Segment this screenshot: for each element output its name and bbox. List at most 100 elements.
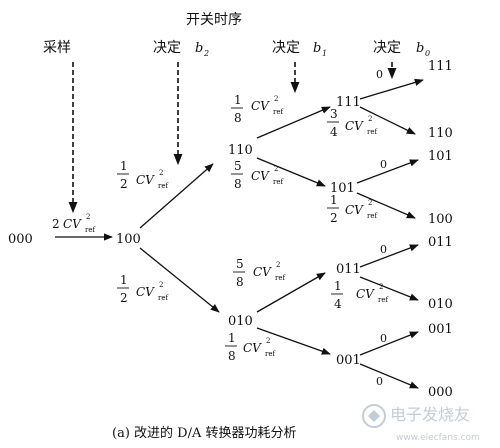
edge-111-110: [359, 106, 416, 135]
svg-text:CV: CV: [251, 99, 270, 113]
edge-001-000: [359, 363, 419, 389]
output-010: 010: [428, 297, 453, 312]
svg-text:ref: ref: [367, 128, 378, 136]
output-011: 011: [428, 235, 453, 250]
svg-text:ref: ref: [158, 294, 169, 302]
svg-text:CV: CV: [345, 203, 364, 217]
energy-111-down: 3 4 CV 2 ref: [327, 107, 378, 139]
energy-110-down: 5 8 CV 2 ref: [231, 159, 284, 191]
decide-b0-label: 决定 b 0: [373, 40, 430, 58]
energy-101-down: 1 2 CV 2 ref: [327, 193, 378, 225]
output-000: 000: [428, 385, 453, 400]
svg-text:1: 1: [228, 331, 236, 345]
energy-110-up: 1 8 CV 2 ref: [231, 93, 284, 125]
svg-text:ref: ref: [273, 108, 284, 116]
svg-text:2: 2: [120, 291, 128, 305]
sampling-label: 采样: [43, 40, 71, 56]
energy-011-down: 1 4 CV 2 ref: [331, 279, 389, 311]
svg-text:CV: CV: [243, 341, 262, 355]
svg-text:CV: CV: [345, 119, 364, 133]
svg-text:4: 4: [330, 125, 338, 139]
svg-text:b: b: [416, 41, 424, 56]
node-101: 101: [330, 181, 355, 196]
edge-111-111: [359, 78, 424, 100]
energy-010-down: 1 8 CV 2 ref: [225, 331, 276, 363]
svg-text:ref: ref: [158, 182, 169, 190]
svg-text:电子发烧友: 电子发烧友: [390, 405, 470, 424]
output-100: 100: [428, 212, 453, 227]
svg-text:CV: CV: [136, 173, 155, 187]
node-000: 000: [8, 232, 33, 247]
svg-text:2: 2: [266, 337, 270, 345]
edge-010-011: [256, 272, 326, 313]
decide-b1-label: 决定 b 1: [272, 40, 327, 58]
svg-text:2: 2: [368, 115, 372, 123]
svg-text:决定: 决定: [153, 40, 181, 56]
svg-text:1: 1: [234, 93, 242, 107]
decide-b2-label: 决定 b 2: [153, 40, 209, 58]
svg-text:2: 2: [368, 199, 372, 207]
svg-text:0: 0: [425, 49, 430, 58]
svg-text:2: 2: [86, 213, 90, 221]
svg-text:ref: ref: [275, 274, 286, 282]
svg-text:CV: CV: [356, 287, 375, 301]
svg-text:5: 5: [234, 159, 242, 173]
svg-text:1: 1: [322, 49, 327, 58]
edge-011-011: [359, 244, 419, 268]
edge-011-010: [359, 276, 419, 301]
zero-001-down: 0: [376, 375, 383, 388]
output-110: 110: [428, 126, 453, 141]
svg-text:1: 1: [120, 273, 128, 287]
svg-text:1: 1: [120, 159, 128, 173]
svg-text:8: 8: [228, 349, 236, 363]
node-100: 100: [116, 232, 141, 247]
svg-text:2: 2: [203, 49, 209, 58]
svg-text:决定: 决定: [373, 40, 401, 56]
edge-001-001: [359, 331, 419, 356]
svg-text:www.elecfans.com: www.elecfans.com: [396, 433, 480, 443]
edge-100-010: [139, 247, 220, 313]
svg-text:5: 5: [236, 257, 244, 271]
node-110: 110: [228, 143, 253, 158]
svg-text:ref: ref: [273, 178, 284, 186]
svg-text:CV: CV: [253, 265, 272, 279]
figure-caption: (a) 改进的 D/A 转换器功耗分析: [112, 425, 296, 441]
zero-101-up: 0: [380, 158, 387, 171]
edge-110-101: [256, 157, 326, 187]
node-001: 001: [336, 353, 361, 368]
edge-101-100: [356, 192, 416, 219]
watermark-logo: 电子发烧友 www.elecfans.com: [362, 404, 480, 443]
energy-010-up: 5 8 CV 2 ref: [233, 257, 286, 289]
svg-text:2: 2: [159, 169, 163, 177]
switch-sequence-label: 开关时序: [186, 12, 242, 28]
output-101: 101: [428, 149, 453, 164]
svg-text:b: b: [195, 41, 203, 56]
svg-text:2: 2: [159, 281, 163, 289]
svg-text:2: 2: [379, 283, 383, 291]
svg-text:CV: CV: [136, 285, 155, 299]
edge-100-110: [139, 163, 214, 229]
zero-001-up: 0: [380, 332, 387, 345]
svg-text:2: 2: [274, 165, 278, 173]
svg-text:ref: ref: [367, 212, 378, 220]
svg-text:1: 1: [330, 193, 338, 207]
svg-text:CV: CV: [63, 217, 82, 231]
svg-text:4: 4: [334, 297, 342, 311]
node-010: 010: [228, 314, 253, 329]
svg-text:决定: 决定: [272, 40, 300, 56]
zero-011-up: 0: [380, 243, 387, 256]
energy-sampling: 2 CV 2 ref: [52, 213, 96, 234]
svg-text:8: 8: [236, 275, 244, 289]
edge-110-111: [256, 106, 331, 139]
svg-text:1: 1: [334, 279, 342, 293]
energy-100-down: 1 2 CV 2 ref: [117, 273, 169, 305]
output-001: 001: [428, 322, 453, 337]
svg-text:2: 2: [52, 217, 60, 231]
output-111: 111: [428, 59, 453, 74]
svg-text:2: 2: [330, 211, 338, 225]
zero-111-up: 0: [376, 68, 383, 81]
svg-text:8: 8: [234, 111, 242, 125]
svg-text:ref: ref: [265, 350, 276, 358]
svg-text:3: 3: [330, 107, 338, 121]
